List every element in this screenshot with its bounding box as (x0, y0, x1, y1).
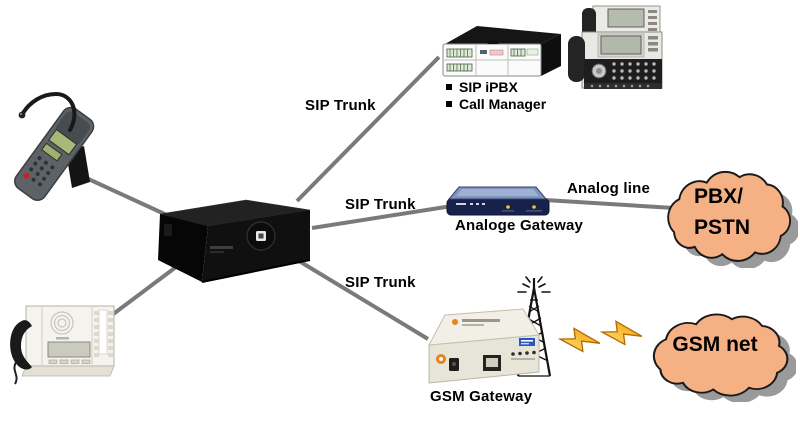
ipbx-caption-item: Call Manager (446, 96, 546, 112)
wireless-signal-bolts-icon (556, 320, 648, 360)
label-sip-trunk-middle: SIP Trunk (345, 196, 416, 213)
line-pbx-to-gsm-gateway (297, 259, 430, 341)
pstn-cloud: PBX/ PSTN (650, 156, 798, 268)
headset-phone-icon (14, 90, 96, 204)
label-analog-line: Analog line (567, 180, 651, 197)
cloud-shape (667, 170, 798, 268)
ipbx-caption-text: SIP iPBX (459, 79, 518, 95)
analog-gateway-icon (446, 185, 550, 220)
bullet-square-icon (446, 101, 452, 107)
ipbx-server-icon (441, 18, 563, 82)
line-analog-gateway-to-pstn-cloud (544, 198, 675, 210)
ipbx-caption-list: SIP iPBX Call Manager (446, 79, 546, 113)
line-pbx-to-server (295, 55, 441, 203)
ipbx-caption-item: SIP iPBX (446, 79, 546, 95)
cloud-shape (652, 313, 796, 402)
central-pbx-appliance-icon (158, 198, 314, 288)
gsm-net-cloud: GSM net (634, 300, 796, 402)
label-sip-trunk-bottom: SIP Trunk (345, 274, 416, 291)
gsm-cloud-label: GSM net (672, 333, 758, 356)
desk-phone-icon (4, 298, 118, 394)
label-analoge-gateway: Analoge Gateway (455, 217, 584, 234)
antenna-tower-icon (503, 276, 565, 382)
line-pbx-to-analog-gateway (311, 204, 453, 230)
label-sip-trunk-top: SIP Trunk (305, 97, 376, 114)
ip-phones-icon (566, 4, 664, 92)
ipbx-caption-text: Call Manager (459, 96, 547, 112)
pstn-cloud-label: PBX/ PSTN (694, 185, 751, 239)
label-gsm-gateway: GSM Gateway (430, 388, 533, 405)
gsm-gateway-icon (419, 302, 549, 386)
bullet-square-icon (446, 84, 452, 90)
